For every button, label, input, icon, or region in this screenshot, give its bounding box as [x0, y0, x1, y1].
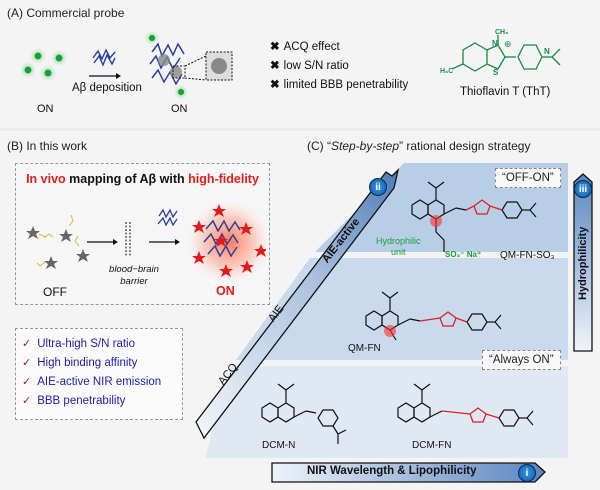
- horizontal-axis-arrow: [271, 462, 546, 483]
- state-label-right: ON: [171, 103, 188, 115]
- probe-dot: [39, 64, 57, 82]
- compound-dcm-n: DCM-N: [262, 440, 296, 451]
- cross-icon: ✖: [270, 79, 280, 91]
- horizontal-axis-label: NIR Wavelength & Lipophilicity: [307, 465, 477, 477]
- cross-icon: ✖: [270, 60, 280, 72]
- off-stars: [26, 226, 90, 269]
- tag-always-on: “Always ON”: [482, 350, 561, 370]
- charge-plus: ⊕: [504, 39, 512, 49]
- star-on: [219, 264, 233, 277]
- star-on: [214, 234, 228, 247]
- badge-i: i: [518, 464, 536, 482]
- diagonal-axis-arrow: [195, 167, 400, 440]
- amyloid-fibril-icon: [92, 48, 116, 67]
- advantage-item: ✓High binding affinity: [22, 357, 138, 369]
- compound-dcm-fn: DCM-FN: [412, 440, 452, 451]
- probe-dot: [29, 47, 47, 65]
- aggregate-illustration: [144, 30, 233, 100]
- star-on: [239, 222, 253, 235]
- thiophene-qm-fn: [419, 311, 468, 327]
- molecule-name: Thioflavin T (ThT): [460, 86, 551, 98]
- n-highlight: [430, 215, 442, 227]
- panel-a-title: (A) Commercial probe: [7, 6, 125, 20]
- state-on-label: ON: [216, 284, 235, 298]
- badge-ii: ii: [369, 178, 387, 196]
- atom-ch3: CH₃: [495, 29, 508, 36]
- panel-a: (A) Commercial probe ON Aβ deposition ON…: [0, 0, 600, 128]
- advantage-item: ✓Ultra-high S/N ratio: [22, 338, 136, 350]
- fibril-icon: [157, 208, 178, 227]
- drawback-item: ✖ACQ effect: [270, 41, 340, 53]
- on-stars: [192, 204, 266, 277]
- tag-off-on: “OFF-ON”: [495, 168, 561, 188]
- star-on: [212, 204, 226, 217]
- sulfonate-group: SO₃⁻ Na⁺: [445, 250, 482, 259]
- section-divider: [0, 128, 600, 131]
- panel-c-title: (C) “Step-by-step” rational design strat…: [307, 139, 531, 153]
- drawback-item: ✖low S/N ratio: [270, 60, 349, 72]
- tht-structure: N S CH₃ ⊕ H₃C N: [440, 29, 561, 77]
- drawback-item: ✖limited BBB penetrability: [270, 79, 409, 91]
- thiophene-dcm-fn: [441, 407, 500, 423]
- advantages-box: ✓Ultra-high S/N ratio ✓High binding affi…: [15, 328, 183, 420]
- compound-qm-fn: QM-FN: [348, 343, 381, 354]
- compound-qm-fn-so3: QM-FN-SO₃: [500, 250, 555, 261]
- tier-bottom: [205, 366, 568, 458]
- check-icon: ✓: [22, 376, 32, 388]
- probe-dot: [50, 49, 68, 67]
- atom-n-amine: N: [544, 47, 550, 56]
- star-off: [44, 256, 58, 269]
- state-off-label: OFF: [43, 285, 67, 299]
- star-on: [192, 220, 206, 233]
- barrier-label: blood−brain barrier: [109, 264, 159, 287]
- hydrophilic-note: Hydrophilic unit: [376, 236, 421, 257]
- arrow-label: Aβ deposition: [72, 82, 142, 94]
- vertical-axis-arrow: [573, 173, 593, 352]
- atom-h3c: H₃C: [440, 68, 453, 75]
- star-off: [59, 229, 73, 242]
- in-this-work-box: In vivo mapping of Aβ with high-fidelity: [15, 163, 270, 305]
- probe-dot: [19, 61, 37, 79]
- check-icon: ✓: [22, 395, 32, 407]
- n-highlight: [384, 325, 396, 337]
- check-icon: ✓: [22, 357, 32, 369]
- thiophene-qm-fn-so3: [465, 199, 503, 215]
- atom-n: N: [492, 39, 498, 48]
- mechanism-illustration: [26, 200, 266, 279]
- probe-dots-left: [19, 47, 68, 82]
- panel-b-title: (B) In this work: [7, 139, 88, 153]
- molecule-dcm-n: [261, 383, 347, 444]
- advantage-item: ✓AIE-active NIR emission: [22, 376, 162, 388]
- check-icon: ✓: [22, 338, 32, 350]
- star-on: [240, 260, 254, 273]
- drawback-list: ✖ACQ effect ✖low S/N ratio ✖limited BBB …: [270, 38, 408, 95]
- advantage-item: ✓BBB penetrability: [22, 395, 126, 407]
- state-label-left: ON: [37, 103, 54, 115]
- badge-iii: iii: [574, 180, 592, 198]
- arrow-icon: [89, 73, 121, 79]
- star-off: [26, 226, 40, 239]
- atom-s: S: [493, 68, 499, 77]
- headline: In vivo mapping of Aβ with high-fidelity: [26, 172, 259, 186]
- vertical-axis-label: Hydrophilicity: [577, 226, 589, 300]
- star-on: [192, 251, 206, 264]
- cross-icon: ✖: [270, 41, 280, 53]
- star-on: [254, 244, 266, 257]
- star-off: [76, 249, 90, 262]
